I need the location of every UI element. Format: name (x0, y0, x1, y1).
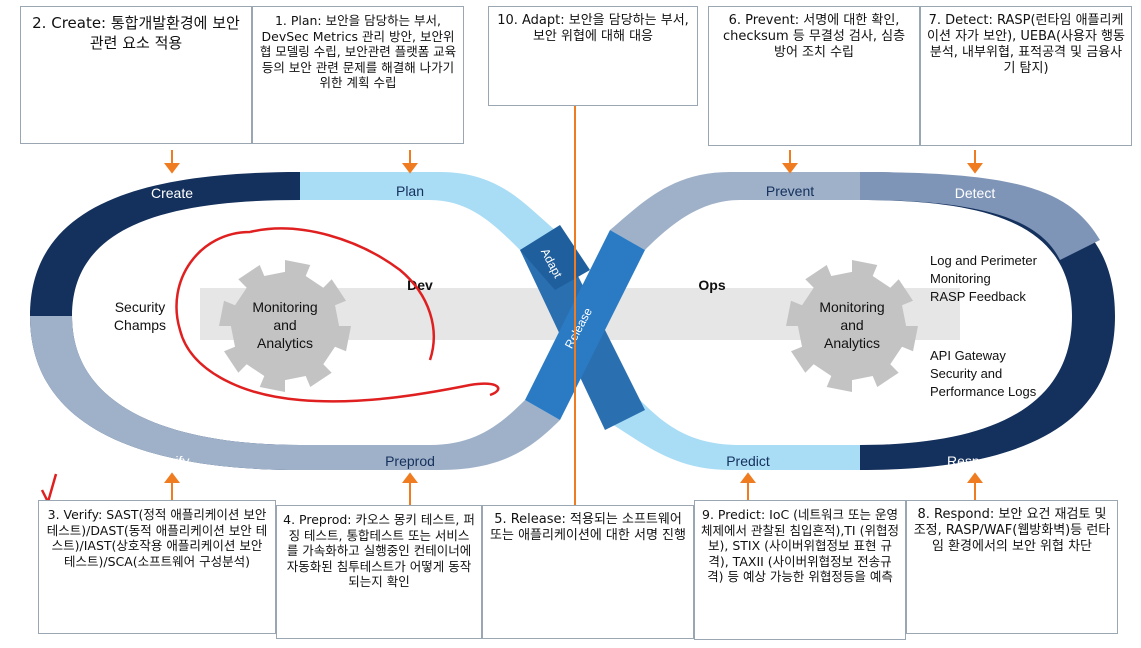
left-gear-line1: Monitoring (252, 299, 317, 315)
prevent-segment (610, 172, 860, 250)
label-prevent: Prevent (766, 183, 814, 199)
label-verify: Verify (154, 453, 189, 469)
box-predict: 9. Predict: IoC (네트워크 또는 운영체제에서 관찰된 침입흔적… (694, 500, 906, 640)
right-gear-line2: and (840, 317, 863, 333)
box-preprod: 4. Preprod: 카오스 몽키 테스트, 퍼징 테스트, 통합테스트 또는… (276, 505, 482, 639)
adapt-band (520, 225, 590, 290)
right-notes1-line1: Log and Perimeter (930, 253, 1038, 268)
box-create: 2. Create: 통합개발환경에 보안관련 요소 적용 (20, 6, 252, 144)
red-annotation-circle (175, 227, 500, 403)
right-notes2-line1: API Gateway (930, 348, 1006, 363)
gear-shape (786, 260, 918, 392)
arrow-plan-head (402, 163, 418, 174)
label-create: Create (151, 185, 193, 201)
box-predict-text: 9. Predict: IoC (네트워크 또는 운영체제에서 관찰된 침입흔적… (701, 507, 899, 584)
box-release: 5. Release: 적용되는 소프트웨어 또는 애플리케이션에 대한 서명 … (482, 505, 694, 639)
predict-segment (605, 400, 860, 470)
box-prevent-text: 6. Prevent: 서명에 대한 확인, checksum 등 무결성 검사… (722, 13, 906, 60)
arrow-create-head (164, 163, 180, 174)
left-gear-line2: and (273, 317, 296, 333)
label-ops: Ops (698, 277, 725, 293)
plan-segment (300, 172, 555, 250)
security-champs-line2: Champs (114, 317, 166, 333)
gear-right-icon (786, 260, 918, 392)
right-notes2-line3: Performance Logs (930, 384, 1037, 399)
arrow-respond-head (967, 472, 983, 483)
label-detect: Detect (955, 185, 996, 201)
gear-left-icon (219, 260, 351, 392)
arrow-predict-head (740, 472, 756, 483)
detect-segment (860, 172, 1115, 470)
release-cross-band (525, 230, 645, 420)
label-respond: Respond (947, 453, 1003, 469)
box-plan-text: 1. Plan: 보안을 담당하는 부서, DevSec Metrics 관리 … (259, 13, 457, 90)
right-notes2-line2: Security and (930, 366, 1002, 381)
box-prevent: 6. Prevent: 서명에 대한 확인, checksum 등 무결성 검사… (708, 6, 920, 146)
label-plan: Plan (396, 183, 424, 199)
left-gear-line3: Analytics (257, 335, 313, 351)
security-champs-line1: Security (115, 299, 166, 315)
red-checkmark (40, 473, 58, 506)
arrow-detect-head (967, 163, 983, 174)
box-adapt-text: 10. Adapt: 보안을 담당하는 부서, 보안 위협에 대해 대응 (497, 13, 689, 44)
box-create-text: 2. Create: 통합개발환경에 보안관련 요소 적용 (32, 14, 240, 52)
label-dev: Dev (407, 277, 433, 293)
box-verify: 3. Verify: SAST(정적 애플리케이션 보안 테스트)/DAST(동… (38, 500, 276, 634)
preprod-segment (300, 400, 560, 470)
right-notes1-line2: Monitoring (930, 271, 991, 286)
box-plan: 1. Plan: 보안을 담당하는 부서, DevSec Metrics 관리 … (252, 6, 464, 144)
box-detect-text: 7. Detect: RASP(런타임 애플리케이션 자가 보안), UEBA(… (927, 13, 1125, 76)
arrow-verify-head (164, 472, 180, 483)
box-respond-text: 8. Respond: 보안 요건 재검토 및 조정, RASP/WAF(웹방화… (913, 507, 1111, 554)
label-preprod: Preprod (385, 453, 435, 469)
verify-segment (30, 316, 300, 470)
right-gear-line3: Analytics (824, 335, 880, 351)
right-notes1-line3: RASP Feedback (930, 289, 1026, 304)
arrow-prevent-head (782, 163, 798, 174)
gear-shape (219, 260, 351, 392)
box-adapt: 10. Adapt: 보안을 담당하는 부서, 보안 위협에 대해 대응 (488, 6, 698, 106)
box-respond: 8. Respond: 보안 요건 재검토 및 조정, RASP/WAF(웹방화… (906, 500, 1118, 634)
right-gear-line1: Monitoring (819, 299, 884, 315)
detect-top-segment (860, 172, 1100, 260)
label-predict: Predict (726, 453, 770, 469)
box-verify-text: 3. Verify: SAST(정적 애플리케이션 보안 테스트)/DAST(동… (46, 507, 268, 569)
box-preprod-text: 4. Preprod: 카오스 몽키 테스트, 퍼징 테스트, 통합테스트 또는… (283, 512, 475, 589)
box-detect: 7. Detect: RASP(런타임 애플리케이션 자가 보안), UEBA(… (920, 6, 1132, 146)
box-release-text: 5. Release: 적용되는 소프트웨어 또는 애플리케이션에 대한 서명 … (490, 512, 686, 543)
arrow-preprod-head (402, 472, 418, 483)
